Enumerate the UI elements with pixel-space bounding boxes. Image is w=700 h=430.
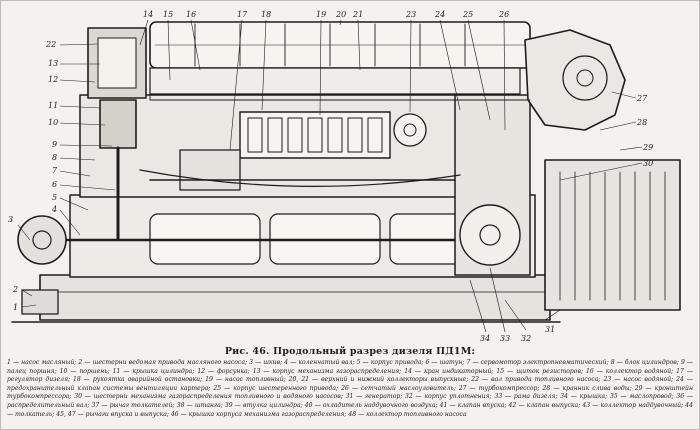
- callout-21: 21: [352, 10, 363, 19]
- callout-30: 30: [643, 159, 653, 168]
- drive-gear: [459, 204, 521, 266]
- water-pump: [393, 113, 427, 147]
- callout-32: 32: [521, 334, 531, 343]
- callout-16: 16: [186, 10, 196, 19]
- callout-15: 15: [163, 10, 173, 19]
- generator: [544, 159, 681, 311]
- callout-4: 4: [51, 205, 57, 214]
- callout-19: 19: [316, 10, 326, 19]
- callout-33: 33: [500, 334, 510, 343]
- callout-1: 1: [13, 303, 18, 312]
- callout-11: 11: [48, 101, 58, 110]
- callout-14: 14: [143, 10, 153, 19]
- callout-9: 9: [52, 140, 57, 149]
- oil-pump: [21, 289, 59, 315]
- water-pipe: [149, 87, 531, 101]
- callout-20: 20: [335, 10, 346, 19]
- engine-frame: [39, 274, 551, 321]
- callout-12: 12: [48, 75, 58, 84]
- callout-5: 5: [52, 193, 57, 202]
- callout-18: 18: [261, 10, 271, 19]
- callout-27: 27: [636, 94, 648, 103]
- callout-13: 13: [48, 59, 58, 68]
- callout-7: 7: [52, 166, 58, 175]
- callout-23: 23: [405, 10, 416, 19]
- fuel-pump: [239, 111, 391, 159]
- callout-10: 10: [48, 118, 58, 127]
- pulley: [17, 215, 67, 265]
- callout-2: 2: [12, 285, 18, 294]
- callout-31: 31: [545, 325, 555, 334]
- callout-6: 6: [52, 180, 57, 189]
- figure-legend: 1 — насос масляный; 2 — шестерни ведомая…: [7, 359, 693, 418]
- piston: [99, 99, 137, 149]
- callout-17: 17: [237, 10, 248, 19]
- callout-26: 26: [498, 10, 509, 19]
- engine-section-drawing: 3 2 1 4 5 6 7 8 9 10 11 12 13 14 15 16 1…: [8, 10, 681, 343]
- callout-25: 25: [462, 10, 473, 19]
- callout-28: 28: [636, 118, 647, 127]
- lower-manifold: [149, 67, 521, 95]
- callout-22: 22: [45, 40, 56, 49]
- callout-29: 29: [642, 143, 653, 152]
- callout-3: 3: [8, 215, 13, 224]
- callout-8: 8: [52, 153, 57, 162]
- oil-pipe: [139, 169, 461, 187]
- figure-caption: Рис. 46. Продольный разрез дизеля ПД1М:: [224, 346, 476, 357]
- turbocharger: [524, 29, 626, 131]
- callout-34: 34: [480, 334, 490, 343]
- governor: [179, 149, 241, 191]
- callout-24: 24: [434, 10, 445, 19]
